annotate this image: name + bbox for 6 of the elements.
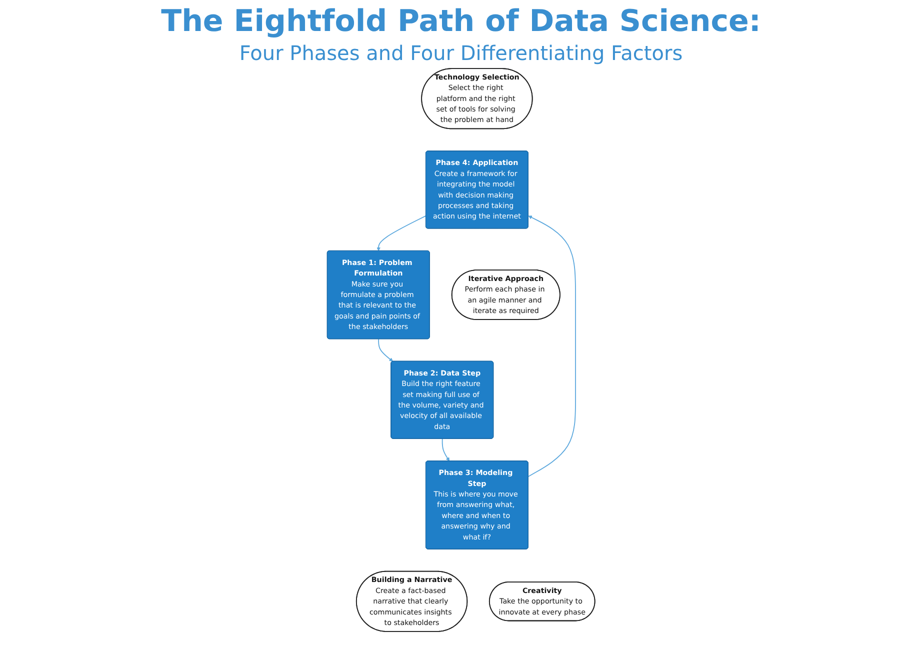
arrow [378,338,394,362]
arrow [376,215,426,252]
arrow [442,438,450,462]
subtitle: Four Phases and Four Differentiating Factors [238,41,684,65]
title: The Eightfold Path of Data Science: [160,4,762,39]
arrow [528,216,576,477]
